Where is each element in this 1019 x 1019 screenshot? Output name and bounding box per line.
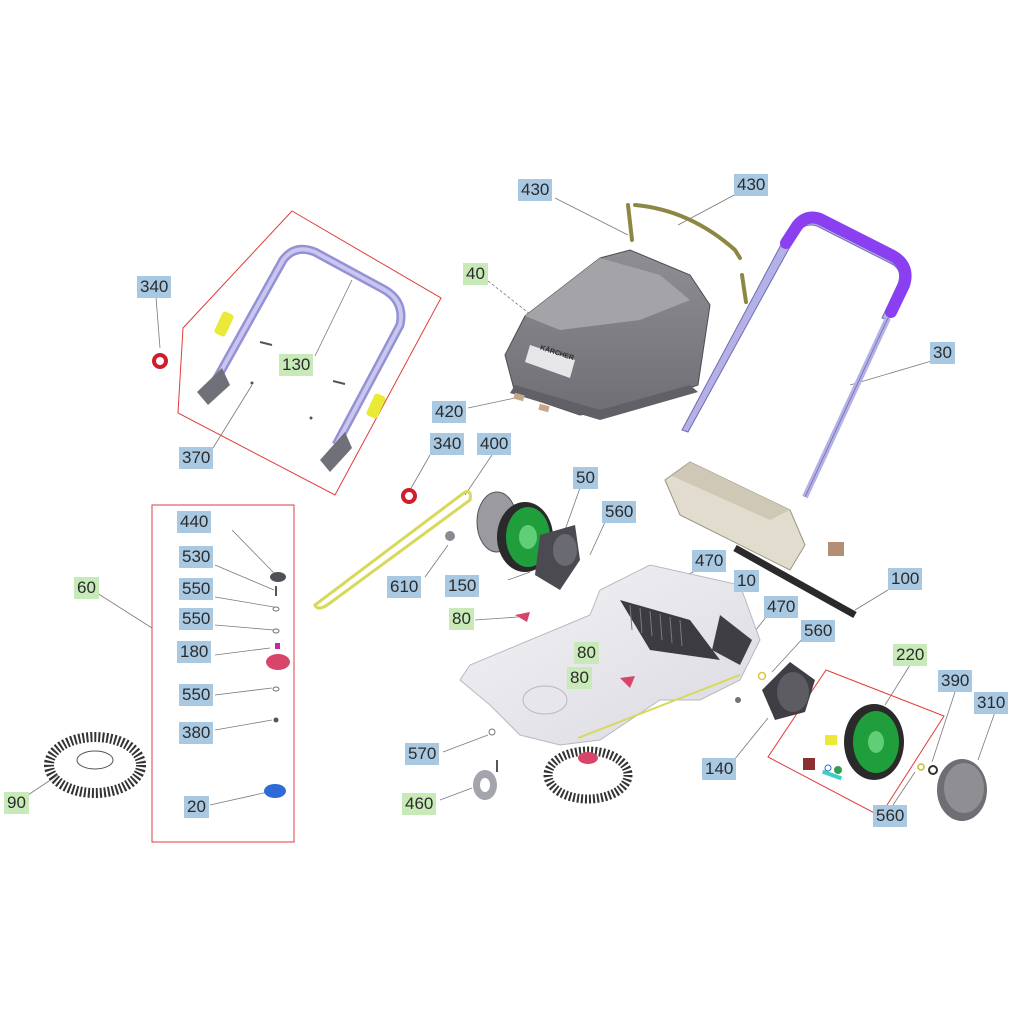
clip-part-left [152,353,168,369]
wheel-part [803,704,904,781]
callout-150[interactable]: 150 [445,575,480,597]
scraper-part-upper [515,612,530,622]
callout-60[interactable]: 60 [74,577,99,599]
callout-370[interactable]: 370 [179,447,214,469]
callout-340-middle[interactable]: 340 [430,433,465,455]
callout-180[interactable]: 180 [177,641,212,663]
callout-100[interactable]: 100 [888,568,923,590]
side-brush-part [44,732,146,798]
callout-20[interactable]: 20 [184,796,209,818]
callout-560-right[interactable]: 560 [801,620,836,642]
callout-460[interactable]: 460 [402,793,437,815]
callout-610[interactable]: 610 [387,576,422,598]
callout-130[interactable]: 130 [279,354,314,376]
callout-420[interactable]: 420 [432,401,467,423]
bushing-part [445,531,455,541]
callout-550-first[interactable]: 550 [179,578,214,600]
callout-470-left[interactable]: 470 [692,550,727,572]
clip-part-center [401,488,417,504]
callout-470-right[interactable]: 470 [764,596,799,618]
callout-80-lower[interactable]: 80 [567,667,592,689]
callout-80-middle[interactable]: 80 [574,642,599,664]
side-brush-kit-parts [264,572,290,798]
wheel-housing-part [735,662,815,720]
callout-390[interactable]: 390 [938,670,973,692]
callout-50[interactable]: 50 [573,467,598,489]
callout-560-bottom[interactable]: 560 [873,805,908,827]
cover-tray-part [664,461,844,571]
sealing-strip-part [733,544,857,619]
callout-30[interactable]: 30 [930,342,955,364]
hub-cap-part [937,759,987,821]
seal-part [626,203,748,304]
side-brush-mounted-part [543,746,633,804]
callout-340-top[interactable]: 340 [137,276,172,298]
handle-assembly-part [197,244,406,472]
callout-430-right[interactable]: 430 [734,174,769,196]
brush-roller-part [476,491,580,590]
handle-assembly-frame [177,210,442,496]
washer-part-wheel [917,763,925,771]
callout-430-left[interactable]: 430 [518,179,553,201]
waste-container-part [504,249,711,420]
callout-570[interactable]: 570 [405,743,440,765]
callout-90[interactable]: 90 [4,792,29,814]
castor-part [473,760,498,800]
callout-310[interactable]: 310 [974,692,1009,714]
callout-400[interactable]: 400 [477,433,512,455]
push-handle-part [681,211,912,499]
retaining-ring-part [928,765,938,775]
chassis-part [459,564,761,746]
callout-530[interactable]: 530 [179,546,214,568]
washer-part [488,728,496,736]
callout-80-upper[interactable]: 80 [449,608,474,630]
callout-440[interactable]: 440 [177,511,212,533]
callout-10[interactable]: 10 [734,570,759,592]
callout-220[interactable]: 220 [893,644,928,666]
callout-40[interactable]: 40 [463,263,488,285]
callout-550-second[interactable]: 550 [179,608,214,630]
callout-560-upper[interactable]: 560 [602,501,637,523]
callout-380[interactable]: 380 [179,722,214,744]
belt-part [313,490,472,610]
side-brush-kit-frame [151,504,295,843]
scraper-part-lower [620,676,635,688]
callout-140[interactable]: 140 [702,758,737,780]
callout-550-third[interactable]: 550 [179,684,214,706]
